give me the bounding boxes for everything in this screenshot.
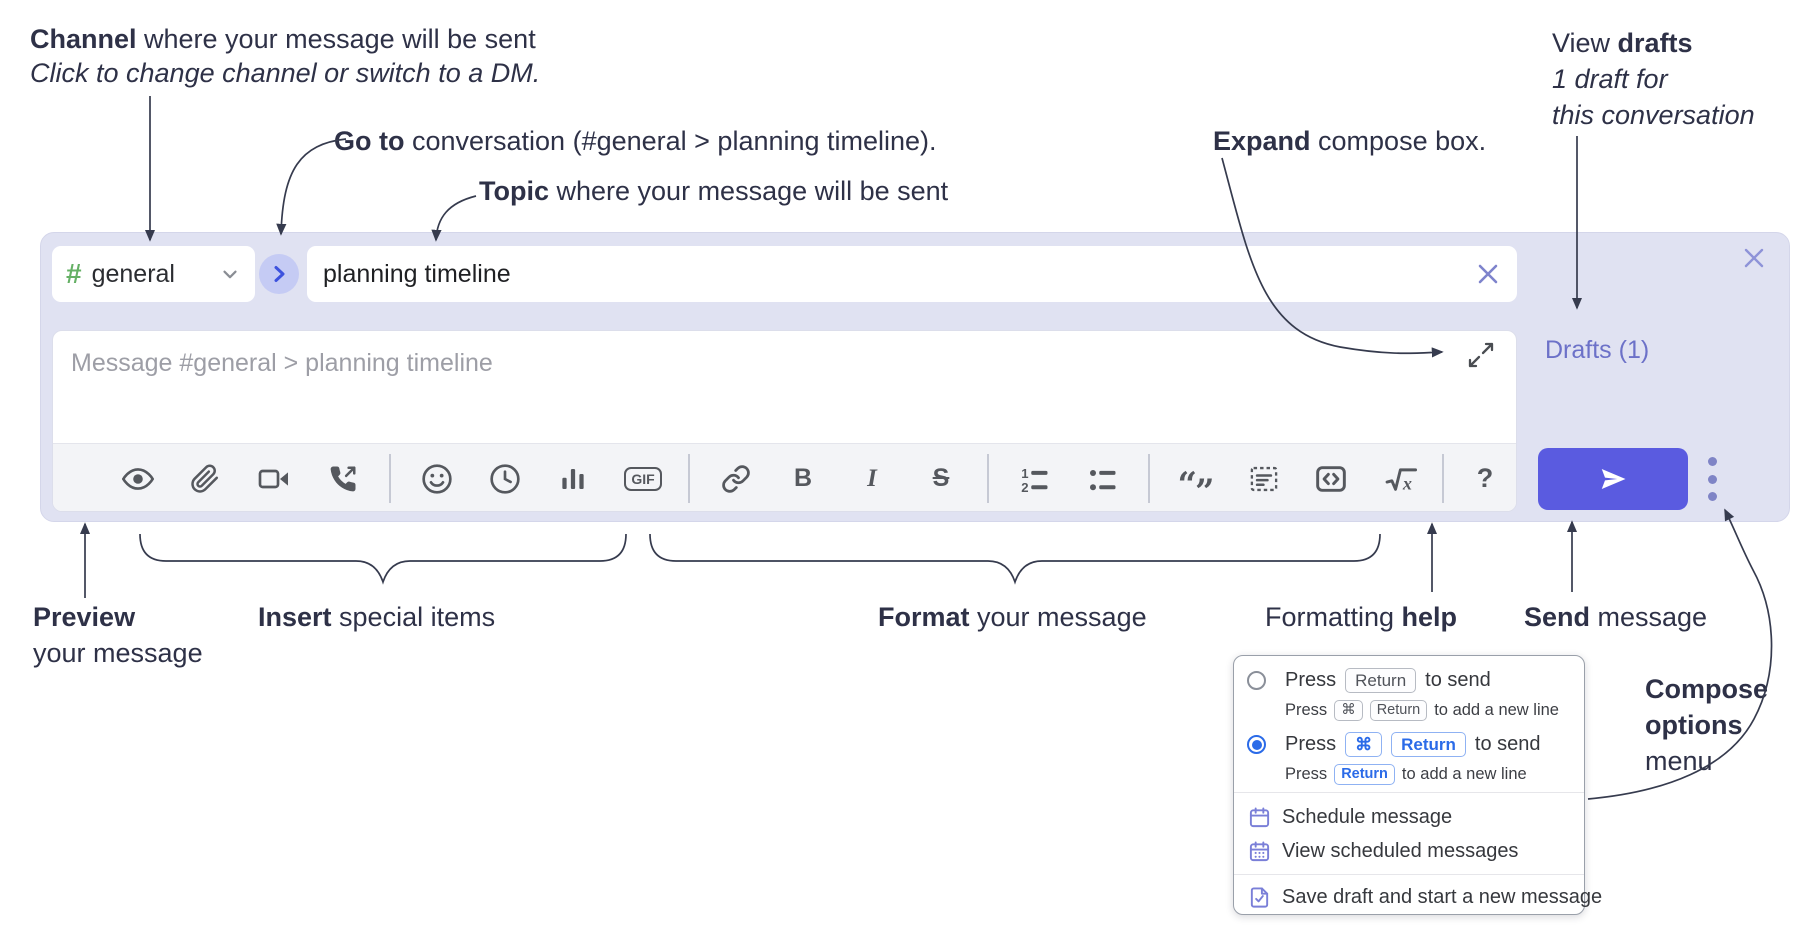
- menu-item-view-scheduled[interactable]: View scheduled messages: [1248, 840, 1518, 863]
- help-icon[interactable]: ?: [1476, 463, 1494, 493]
- send-button[interactable]: [1538, 448, 1688, 510]
- kbd-cmd: ⌘: [1345, 732, 1383, 757]
- expand-compose-icon[interactable]: [1465, 339, 1497, 371]
- bold-icon[interactable]: B: [793, 464, 813, 492]
- gif-icon[interactable]: GIF: [615, 444, 671, 511]
- bulleted-list-icon[interactable]: [1075, 444, 1131, 511]
- channel-annotation: Channel where your message will be sent: [30, 24, 536, 54]
- channel-annotation-sub: Click to change channel or switch to a D…: [30, 58, 541, 88]
- preview-icon[interactable]: [110, 444, 166, 511]
- spoiler-icon[interactable]: [1236, 444, 1292, 511]
- expand-annotation: Expand compose box.: [1213, 126, 1487, 156]
- voice-call-icon[interactable]: [315, 444, 371, 511]
- svg-text:2: 2: [1021, 480, 1028, 494]
- goto-annotation: Go to conversation (#general > planning …: [334, 126, 937, 156]
- view-drafts-annotation-line2: 1 draft for: [1552, 64, 1668, 94]
- message-compose-area: Message #general > planning timeline GIF…: [52, 330, 1517, 512]
- quote-icon[interactable]: “”: [1177, 464, 1214, 512]
- compose-options-menu: [1233, 655, 1585, 915]
- italic-icon[interactable]: I: [867, 464, 877, 492]
- toolbar-divider: [987, 454, 989, 503]
- toolbar-divider: [688, 454, 690, 503]
- go-to-conversation-button[interactable]: [259, 254, 299, 294]
- view-drafts-annotation: View drafts: [1552, 28, 1693, 58]
- radio-checked-icon[interactable]: [1247, 735, 1266, 754]
- channel-hash-icon: #: [66, 258, 82, 289]
- kbd-return: Return: [1334, 764, 1395, 785]
- kbd-return: Return: [1391, 732, 1466, 757]
- kbd-return: Return: [1345, 668, 1417, 693]
- menu-item-schedule-message[interactable]: Schedule message: [1248, 806, 1452, 829]
- attach-file-icon[interactable]: [177, 444, 233, 511]
- close-compose-button[interactable]: [1740, 244, 1768, 272]
- message-input[interactable]: Message #general > planning timeline: [53, 331, 1516, 443]
- send-option-return[interactable]: Press Return to send Press ⌘ Return to a…: [1247, 668, 1559, 721]
- topic-input[interactable]: [307, 246, 1517, 302]
- video-call-icon[interactable]: [246, 444, 302, 511]
- menu-divider: [1234, 792, 1584, 793]
- compose-options-button[interactable]: [1703, 457, 1721, 501]
- emoji-icon[interactable]: [409, 444, 465, 511]
- toolbar-divider: [1148, 454, 1150, 503]
- strikethrough-icon[interactable]: S: [932, 464, 950, 492]
- send-icon: [1601, 469, 1626, 489]
- send-option-cmd-return[interactable]: Press ⌘ Return to send Press Return to a…: [1247, 732, 1541, 785]
- math-icon[interactable]: x: [1373, 444, 1429, 511]
- close-icon: [1478, 264, 1498, 284]
- topic-annotation: Topic where your message will be sent: [479, 176, 949, 206]
- insert-brace: [139, 533, 627, 585]
- toolbar-divider: [1442, 454, 1444, 503]
- chevron-down-icon: [223, 270, 237, 279]
- calendar-icon: [1249, 807, 1270, 828]
- poll-icon[interactable]: [545, 444, 601, 511]
- channel-annotation-bold: Channel: [30, 24, 137, 54]
- compose-options-annotation-line2: options: [1645, 710, 1743, 740]
- chevron-right-icon: [274, 266, 285, 282]
- save-draft-icon: [1250, 887, 1269, 908]
- format-annotation: Format your message: [878, 602, 1147, 632]
- menu-item-save-draft[interactable]: Save draft and start a new message: [1248, 886, 1602, 909]
- kbd-cmd: ⌘: [1334, 700, 1363, 721]
- clear-topic-button[interactable]: [1472, 258, 1504, 290]
- link-icon[interactable]: [708, 444, 764, 511]
- insert-annotation: Insert special items: [258, 602, 496, 632]
- message-placeholder: Message #general > planning timeline: [71, 349, 493, 377]
- kbd-return: Return: [1369, 700, 1428, 721]
- svg-text:x: x: [1402, 473, 1412, 493]
- radio-unchecked-icon[interactable]: [1247, 671, 1266, 690]
- view-drafts-annotation-line3: this conversation: [1552, 100, 1755, 130]
- format-brace: [649, 533, 1381, 585]
- compose-options-annotation: Compose: [1645, 674, 1769, 704]
- formatting-help-annotation: Formatting help: [1265, 602, 1458, 632]
- svg-text:1: 1: [1021, 465, 1028, 480]
- code-icon[interactable]: [1303, 444, 1359, 511]
- calendar-grid-icon: [1249, 841, 1270, 862]
- menu-divider: [1234, 874, 1584, 875]
- channel-name: general: [91, 259, 175, 288]
- preview-annotation-line2: your message: [33, 638, 203, 668]
- drafts-link[interactable]: Drafts (1): [1545, 336, 1650, 364]
- toolbar-divider: [389, 454, 391, 503]
- global-time-icon[interactable]: [477, 444, 533, 511]
- compose-options-annotation-line3: menu: [1645, 746, 1713, 776]
- channel-selector[interactable]: # general: [52, 246, 255, 302]
- preview-annotation: Preview: [33, 602, 136, 632]
- close-icon: [1744, 248, 1764, 268]
- send-annotation: Send message: [1524, 602, 1708, 632]
